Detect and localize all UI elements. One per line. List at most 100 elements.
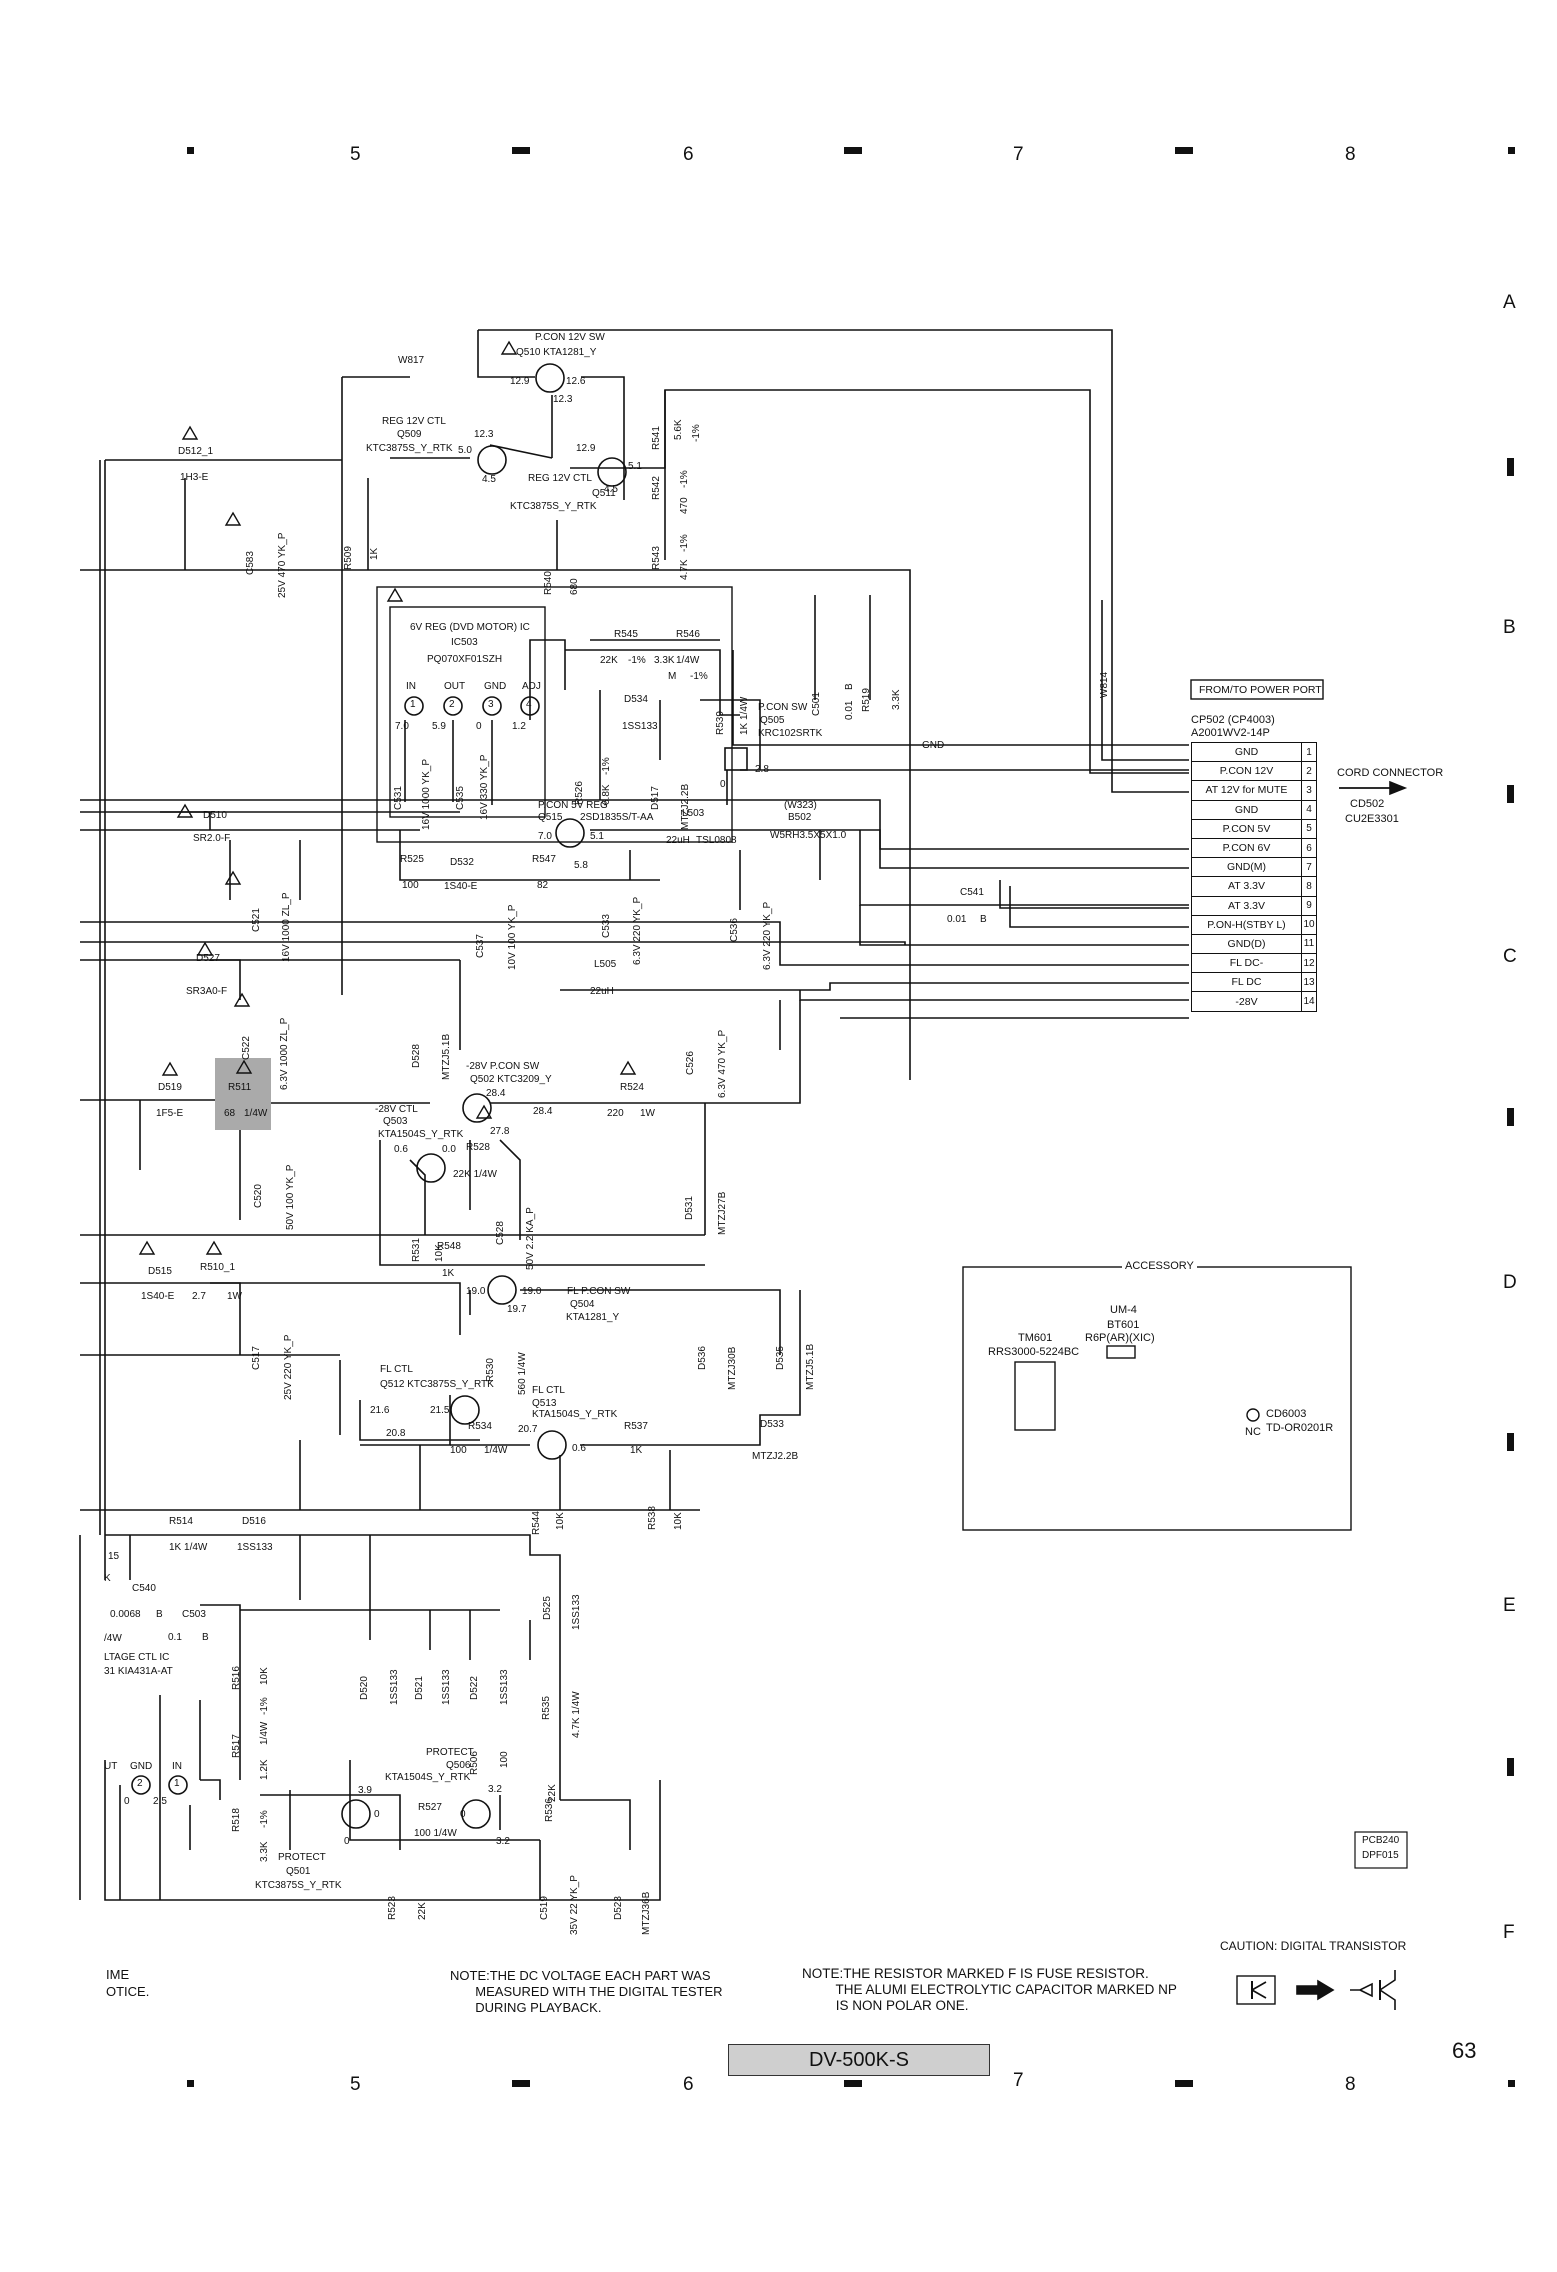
label-v58: 5.8 <box>574 860 588 871</box>
label-r528v: 22K 1/4W <box>453 1169 497 1180</box>
label-q511b: Q511 <box>592 488 616 499</box>
label-q515a: P.CON 5V REG <box>538 800 608 811</box>
grid-col-5: 5 <box>350 144 361 165</box>
grid-col-5-bottom: 5 <box>350 2074 361 2095</box>
pin-signal: GND(D) <box>1191 933 1302 955</box>
label-r535: R535 <box>541 1696 552 1720</box>
label-v25: 2.5 <box>153 1796 167 1807</box>
cd6003-nc: NC <box>1245 1426 1261 1438</box>
connector-pin-row: FL DC-12 <box>1191 953 1317 974</box>
label-r541v: 5.6K <box>673 419 684 440</box>
label-d510p: SR2.0-F <box>193 833 231 844</box>
label-r542v: 470 <box>679 497 690 514</box>
label-q505a: P.CON SW <box>758 702 808 713</box>
label-r525: R525 <box>400 854 424 865</box>
label-v59: 5.9 <box>432 721 446 732</box>
label-r538: R538 <box>647 1506 658 1530</box>
model-title-box: DV-500K-S <box>728 2044 990 2076</box>
grid-row-a: A <box>1503 292 1516 313</box>
label-c536: C536 <box>729 918 740 942</box>
label-d528p: MTZJ5.1B <box>441 1033 452 1080</box>
label-v0b: 0 <box>720 779 726 790</box>
grid-row-f: F <box>1503 1922 1515 1943</box>
label-c541v: 0.01 <box>947 914 967 925</box>
label-r509v: 1K <box>369 547 380 560</box>
label-b502: B502 <box>788 812 812 823</box>
label-q511c: KTC3875S_Y_RTK <box>510 501 597 512</box>
label-c517v: 25V 220 YK_P <box>283 1334 294 1400</box>
grid-mark <box>1175 2080 1193 2087</box>
label-d535: D535 <box>775 1346 786 1370</box>
label-k15: K <box>104 1573 111 1584</box>
label-v0d: 0 <box>374 1809 380 1820</box>
label-d534p: 1SS133 <box>622 721 658 732</box>
label-r528: R528 <box>466 1142 490 1153</box>
label-w814: W814 <box>1099 671 1110 698</box>
label-v197: 19.7 <box>507 1304 527 1315</box>
label-c540: C540 <box>132 1583 156 1594</box>
label-q513c: KTA1504S_Y_RTK <box>532 1409 618 1420</box>
label-v00: 0.0 <box>442 1144 456 1155</box>
label-d536: D536 <box>697 1346 708 1370</box>
label-pin_gnd: GND <box>484 681 507 692</box>
model-name: DV-500K-S <box>808 2048 910 2071</box>
label-r537: R537 <box>624 1421 648 1432</box>
label-r526t: -1% <box>601 757 612 775</box>
label-c501: C501 <box>811 692 822 716</box>
label-l503v: 22uH <box>666 835 690 846</box>
label-q506a: PROTECT <box>426 1747 474 1758</box>
note-left-1: IME <box>106 1967 130 1982</box>
label-r525v: 100 <box>402 880 419 891</box>
label-r534: R534 <box>468 1421 492 1432</box>
label-v129: 12.9 <box>576 443 596 454</box>
label-c528v: 50V 2.2 KA_P <box>525 1207 536 1270</box>
label-r545v: 22K <box>600 655 618 666</box>
label-r540: R540 <box>543 571 554 595</box>
label-r514: R514 <box>169 1516 193 1527</box>
label-r519: R519 <box>861 688 872 712</box>
label-d516: D516 <box>242 1516 266 1527</box>
label-v123: 12.3 <box>553 394 573 405</box>
label-v0c: 0 <box>124 1796 130 1807</box>
label-pin_in: IN <box>406 681 416 692</box>
label-q503b: Q503 <box>383 1116 408 1127</box>
pin-number: 8 <box>1301 876 1317 897</box>
pin-signal: FL DC- <box>1191 953 1302 974</box>
grid-mark <box>844 147 862 154</box>
warning-icons <box>138 340 637 1255</box>
label-icl1: LTAGE CTL IC <box>104 1652 170 1663</box>
label-v70b: 7.0 <box>538 831 552 842</box>
cp502-label: CP502 (CP4003) <box>1191 714 1275 726</box>
label-d523p: MTZJ36B <box>641 1891 652 1935</box>
label-r530v: 560 1/4W <box>517 1352 528 1395</box>
label-c517: C517 <box>251 1346 262 1370</box>
label-c583: C583 <box>245 551 256 575</box>
label-d531: D531 <box>684 1196 695 1220</box>
label-c503b: B <box>202 1632 209 1643</box>
label-v0e: 0 <box>344 1836 350 1847</box>
label-q502b: Q502 KTC3209_Y <box>470 1074 552 1085</box>
label-c521: C521 <box>251 908 262 932</box>
label-c536v: 6.3V 220 YK_P <box>762 901 773 970</box>
label-c533: C533 <box>601 914 612 938</box>
label-c540b: B <box>156 1609 163 1620</box>
grid-col-6: 6 <box>683 144 694 165</box>
label-v45b: 4.5 <box>604 484 618 495</box>
grid-mark <box>187 147 194 154</box>
note-dc-voltage: NOTE:THE DC VOLTAGE EACH PART WAS MEASUR… <box>450 1968 723 2015</box>
label-ic503b: IC503 <box>451 637 478 648</box>
label-r544: R544 <box>531 1511 542 1535</box>
label-q505b: Q505 <box>760 715 785 726</box>
grid-col-8: 8 <box>1345 144 1356 165</box>
pin-signal: P.CON 5V <box>1191 818 1302 839</box>
label-r516v: 10K <box>259 1667 270 1685</box>
label-d525p: 1SS133 <box>571 1594 582 1630</box>
label-d533: D533 <box>760 1419 784 1430</box>
label-ic503a: 6V REG (DVD MOTOR) IC <box>410 622 530 633</box>
pin-signal: GND <box>1191 799 1302 820</box>
grid-mark <box>1507 1758 1514 1776</box>
